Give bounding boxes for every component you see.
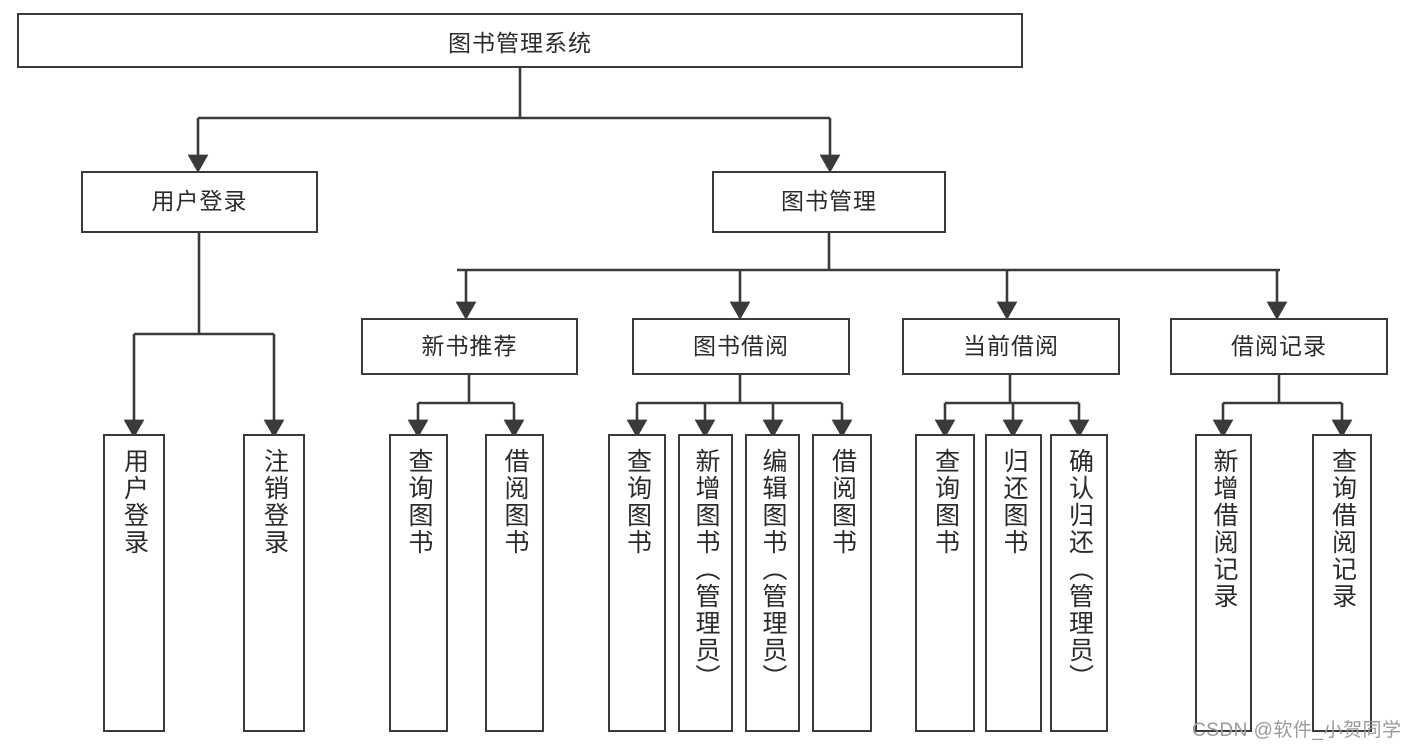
node-leaf-query-record-label: 查询借阅记录	[1328, 448, 1357, 610]
node-borrow-record[interactable]: 借阅记录	[1170, 318, 1388, 375]
node-leaf-add-record-label: 新增借阅记录	[1210, 448, 1238, 610]
node-book-management-label: 图书管理	[781, 188, 877, 215]
node-leaf-confirm-return-label: 确认归还（管理员）	[1065, 448, 1094, 691]
node-leaf-borrow-book-2[interactable]: 借阅图书	[812, 434, 872, 732]
node-leaf-query-book-2[interactable]: 查询图书	[608, 434, 666, 732]
node-leaf-edit-book-label: 编辑图书（管理员）	[759, 448, 787, 691]
node-leaf-add-record[interactable]: 新增借阅记录	[1195, 434, 1252, 732]
node-leaf-query-book-1[interactable]: 查询图书	[389, 434, 448, 732]
node-current-borrow[interactable]: 当前借阅	[902, 318, 1120, 375]
node-leaf-edit-book[interactable]: 编辑图书（管理员）	[745, 434, 800, 732]
node-leaf-borrow-book-2-label: 借阅图书	[828, 448, 857, 556]
node-book-management[interactable]: 图书管理	[712, 171, 946, 233]
node-user-login[interactable]: 用户登录	[81, 171, 318, 233]
node-leaf-user-login-label: 用户登录	[120, 448, 149, 556]
watermark-text: CSDN @软件_小贺同学	[1192, 720, 1402, 741]
node-borrow-record-label: 借阅记录	[1231, 332, 1327, 359]
node-leaf-borrow-book-1[interactable]: 借阅图书	[485, 434, 544, 732]
node-new-book-recommend[interactable]: 新书推荐	[361, 318, 578, 375]
node-root-label: 图书管理系统	[448, 29, 592, 56]
node-leaf-user-login[interactable]: 用户登录	[103, 434, 165, 732]
node-new-book-recommend-label: 新书推荐	[421, 332, 518, 359]
node-leaf-query-book-3[interactable]: 查询图书	[915, 434, 975, 732]
node-leaf-logout-login[interactable]: 注销登录	[243, 434, 305, 732]
node-leaf-query-book-2-label: 查询图书	[623, 448, 652, 556]
node-leaf-logout-login-label: 注销登录	[260, 448, 289, 556]
node-book-borrow-label: 图书借阅	[693, 332, 789, 359]
node-user-login-label: 用户登录	[151, 188, 248, 215]
node-root-system[interactable]: 图书管理系统	[17, 13, 1023, 68]
node-current-borrow-label: 当前借阅	[963, 332, 1059, 359]
node-leaf-query-book-3-label: 查询图书	[931, 448, 960, 556]
node-leaf-add-book[interactable]: 新增图书（管理员）	[678, 434, 733, 732]
node-leaf-query-record[interactable]: 查询借阅记录	[1312, 434, 1372, 732]
node-leaf-borrow-book-1-label: 借阅图书	[501, 448, 529, 556]
node-leaf-return-book[interactable]: 归还图书	[985, 434, 1042, 732]
node-leaf-return-book-label: 归还图书	[1000, 448, 1028, 556]
node-leaf-confirm-return[interactable]: 确认归还（管理员）	[1050, 434, 1108, 732]
node-leaf-add-book-label: 新增图书（管理员）	[692, 448, 720, 691]
node-leaf-query-book-1-label: 查询图书	[405, 448, 433, 556]
node-book-borrow[interactable]: 图书借阅	[632, 318, 850, 375]
